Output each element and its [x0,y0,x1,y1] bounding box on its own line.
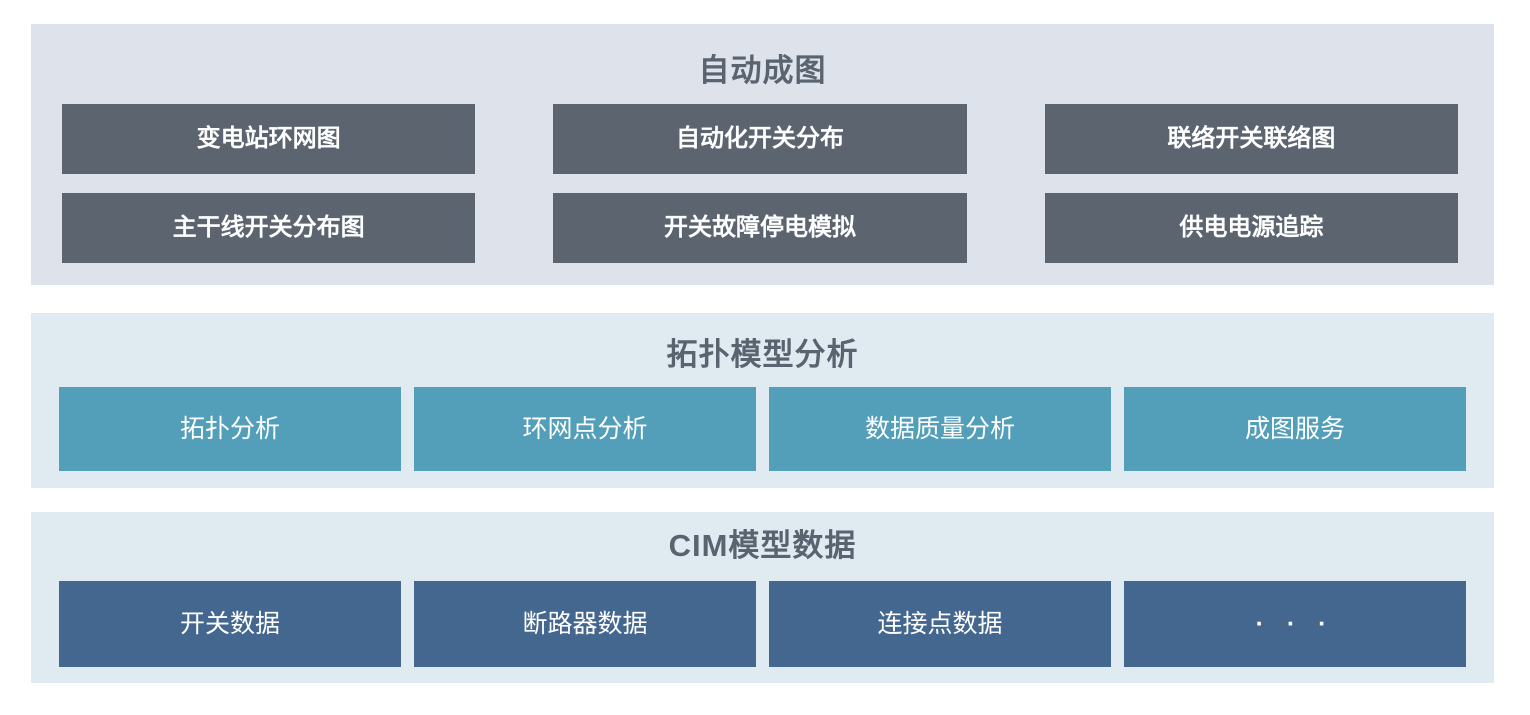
block-more-data-ellipsis: · · · [1124,581,1466,667]
auto-drawing-grid: 变电站环网图 自动化开关分布 联络开关联络图 主干线开关分布图 开关故障停电模拟… [62,104,1458,263]
section-title-topology-model-analysis: 拓扑模型分析 [666,337,859,372]
block-power-supply-source-tracing: 供电电源追踪 [1044,193,1458,263]
section-title-cim-model-data: CIM模型数据 [668,528,857,563]
block-ring-network-point-analysis: 环网点分析 [414,387,756,471]
block-switch-data: 开关数据 [59,581,401,667]
block-connection-point-data: 连接点数据 [769,581,1111,667]
block-automated-switch-distribution: 自动化开关分布 [553,104,967,174]
cim-data-grid: 开关数据 断路器数据 连接点数据 · · · [59,581,1466,667]
block-trunk-line-switch-distribution-diagram: 主干线开关分布图 [62,193,476,263]
section-title-auto-drawing: 自动成图 [698,53,827,88]
block-tie-switch-connection-diagram: 联络开关联络图 [1044,104,1458,174]
block-circuit-breaker-data: 断路器数据 [414,581,756,667]
block-diagram-generation-service: 成图服务 [1124,387,1466,471]
block-topology-analysis: 拓扑分析 [59,387,401,471]
block-data-quality-analysis: 数据质量分析 [769,387,1111,471]
section-topology-model-analysis: 拓扑模型分析 拓扑分析 环网点分析 数据质量分析 成图服务 [31,313,1494,488]
block-switch-fault-outage-simulation: 开关故障停电模拟 [553,193,967,263]
block-substation-ring-network-diagram: 变电站环网图 [62,104,476,174]
topology-analysis-grid: 拓扑分析 环网点分析 数据质量分析 成图服务 [59,387,1466,471]
section-auto-drawing: 自动成图 变电站环网图 自动化开关分布 联络开关联络图 主干线开关分布图 开关故… [31,24,1494,285]
section-cim-model-data: CIM模型数据 开关数据 断路器数据 连接点数据 · · · [31,512,1494,683]
